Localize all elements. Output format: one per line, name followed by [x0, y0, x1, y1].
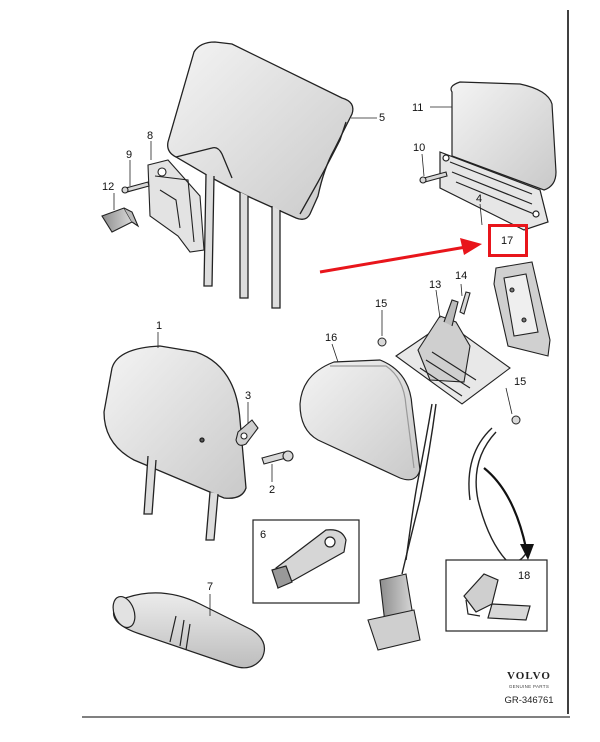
callout-16: 16 — [325, 332, 338, 344]
part-15-screw-b — [511, 415, 521, 425]
wiring-harness — [401, 403, 531, 575]
callout-3: 3 — [245, 390, 252, 402]
part-15-screw-a — [377, 337, 387, 347]
part-2-pin — [261, 450, 294, 465]
callout-14: 14 — [455, 270, 468, 282]
callout-10: 10 — [413, 142, 426, 154]
callout-7: 7 — [207, 581, 214, 593]
callout-11: 11 — [412, 102, 424, 114]
callout-5: 5 — [379, 112, 386, 124]
callout-15-top: 15 — [375, 298, 388, 310]
callout-15-right: 15 — [514, 376, 527, 388]
leader-lines — [113, 106, 513, 616]
callout-1: 1 — [156, 320, 163, 332]
part-16-cushion — [299, 359, 421, 481]
callout-13: 13 — [429, 279, 442, 291]
detail-arrow — [483, 467, 534, 560]
diagram-reference: GR-346761 — [504, 695, 554, 706]
part-7-roll — [112, 592, 265, 669]
callout-9: 9 — [126, 149, 133, 161]
part-11-headrest-frame — [439, 81, 557, 231]
callout-12: 12 — [102, 181, 115, 193]
part-5-headrest — [167, 41, 354, 309]
part-9-screw — [121, 181, 150, 194]
part-18-inset — [445, 559, 548, 632]
brand-tagline: GENUINE PARTS — [508, 684, 550, 689]
callout-4: 4 — [476, 193, 483, 205]
highlight-arrow — [319, 238, 482, 274]
part-14-screw — [459, 291, 471, 315]
part-1-headrest — [103, 345, 247, 541]
part-12-cap — [101, 207, 140, 233]
callout-8: 8 — [147, 130, 154, 142]
part-3-clip — [235, 419, 259, 446]
callout-17: 17 — [501, 235, 514, 247]
brand-logo: VOLVO — [507, 670, 551, 682]
callout-2: 2 — [269, 484, 276, 496]
part-6-inset — [252, 519, 360, 604]
highlight-box-17 — [488, 224, 528, 257]
part-13-mechanism — [395, 299, 511, 405]
part-10-screw — [419, 171, 448, 184]
part-8-bracket — [147, 159, 205, 253]
connector — [367, 573, 421, 651]
callout-18: 18 — [518, 570, 531, 582]
part-17-cover-plate — [493, 261, 551, 357]
callout-6: 6 — [260, 529, 267, 541]
